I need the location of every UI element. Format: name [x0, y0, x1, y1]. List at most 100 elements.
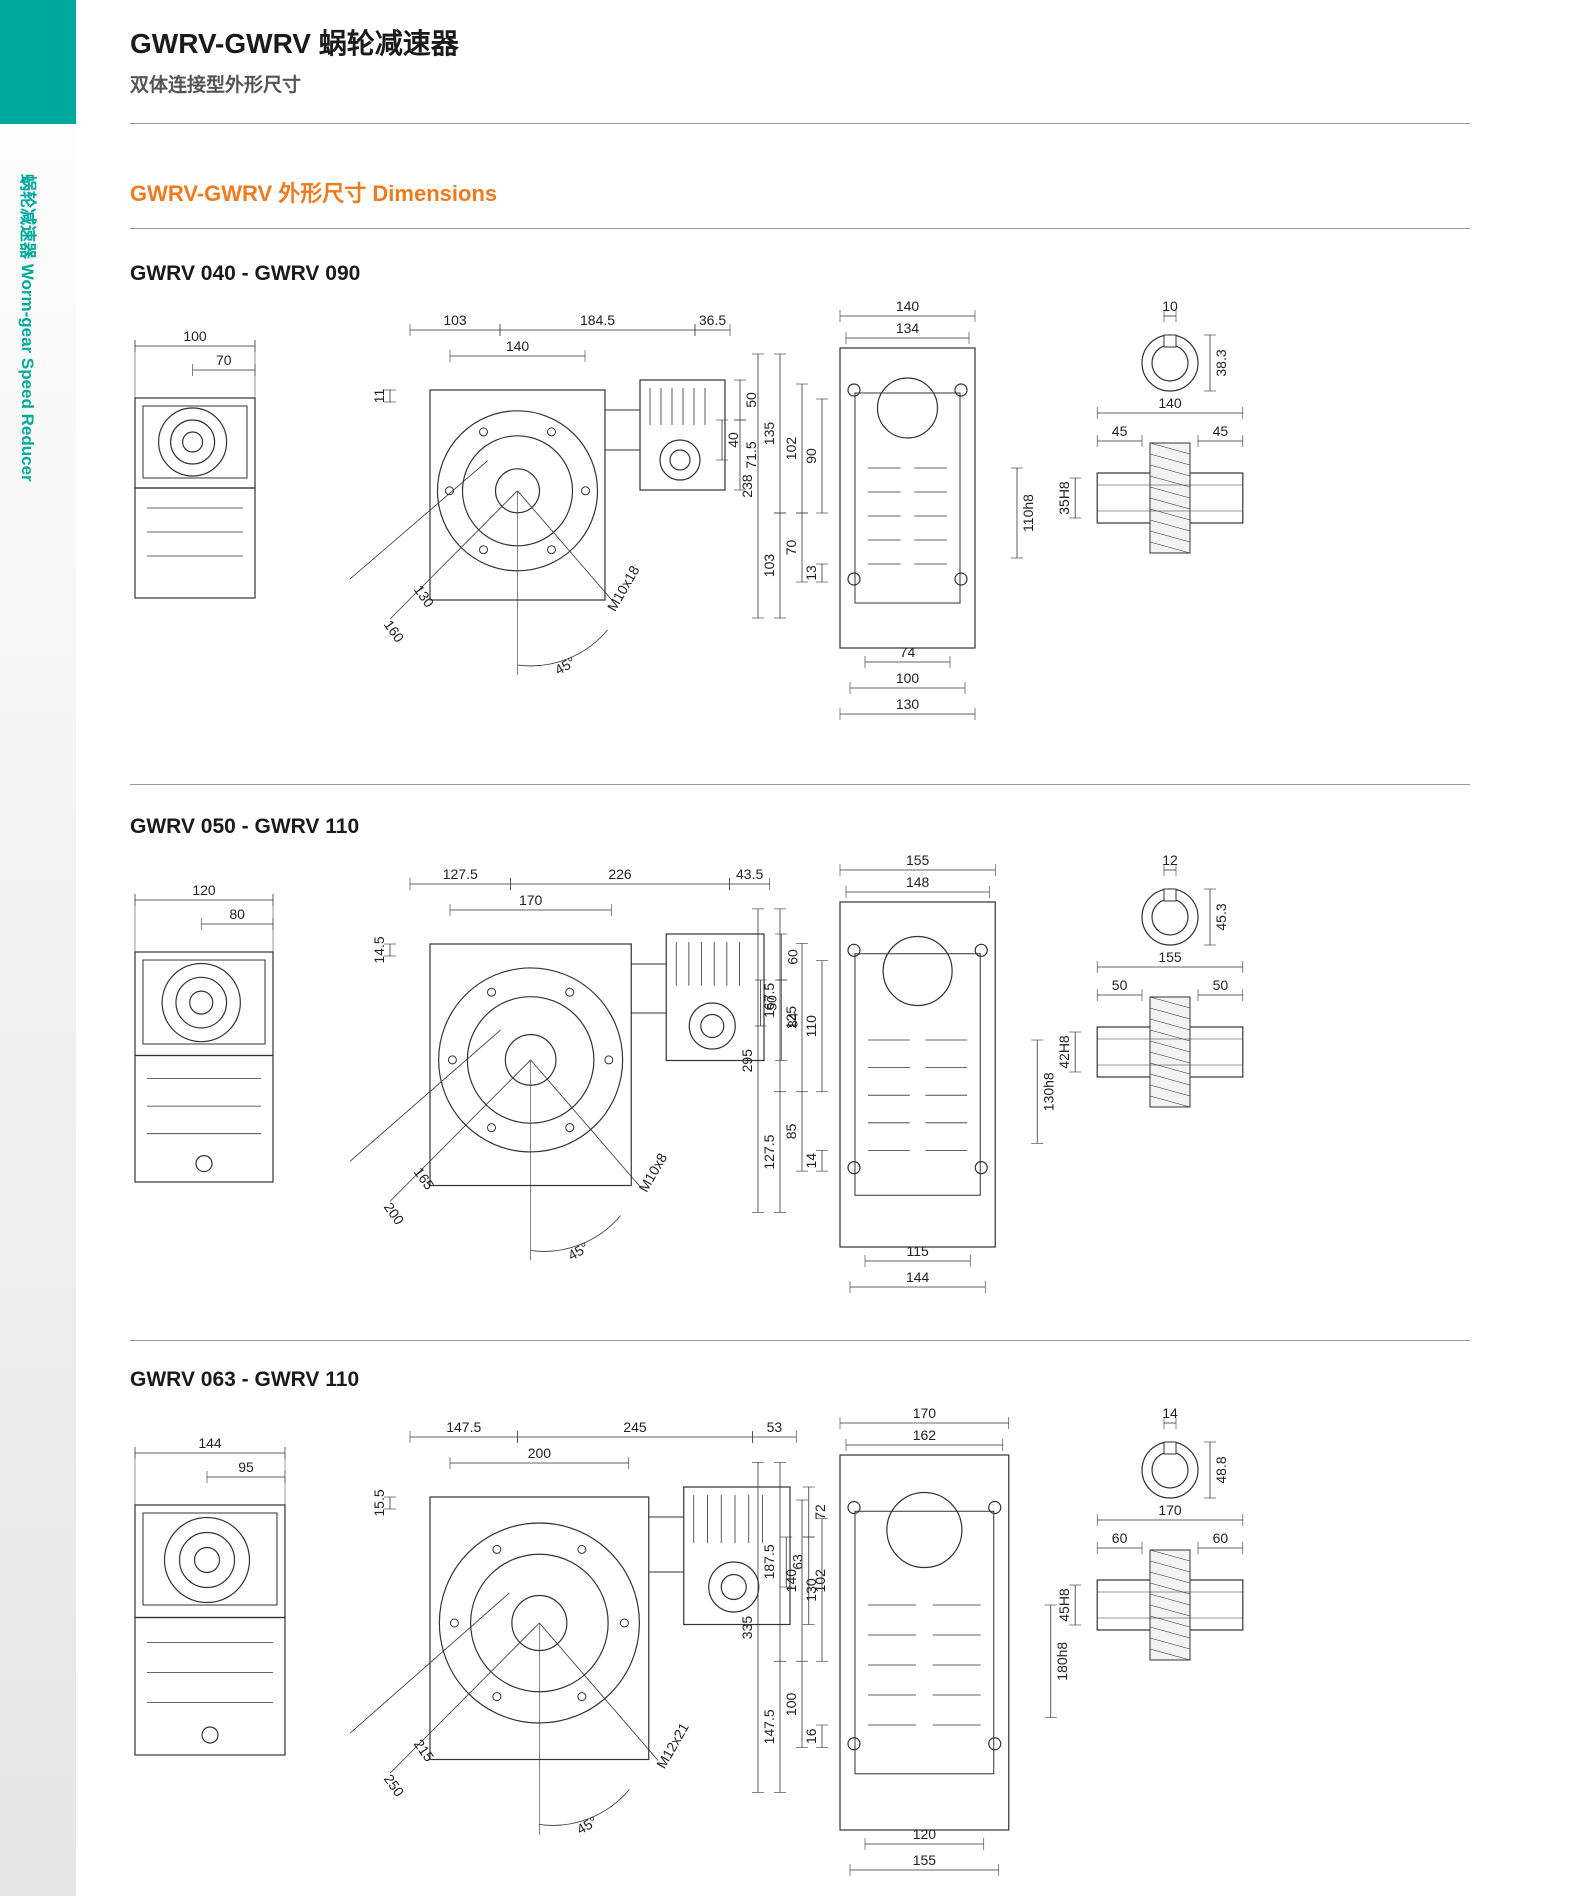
circle — [847, 1737, 861, 1751]
dimension-label: 74 — [900, 644, 916, 660]
drawing-line — [1149, 497, 1191, 510]
drawing-line — [349, 1029, 501, 1162]
dimension-label: 45° — [552, 653, 578, 677]
circle — [882, 935, 953, 1007]
dimension-label: 167.5 — [761, 983, 777, 1018]
circle — [157, 407, 228, 477]
circle — [479, 427, 488, 437]
dimension-label: 50 — [743, 392, 759, 408]
dimension-label: 14 — [803, 1153, 819, 1169]
drawing-line — [1149, 1571, 1191, 1584]
angle-arc — [539, 1789, 630, 1826]
circle — [720, 1573, 747, 1601]
outline — [1163, 334, 1177, 348]
outline — [142, 1512, 278, 1606]
drawing-line — [1149, 453, 1191, 466]
header-divider — [130, 123, 1470, 124]
outline — [1163, 888, 1177, 902]
circle — [577, 1544, 587, 1554]
dimension-label: 238 — [739, 474, 755, 498]
circle — [492, 1544, 502, 1554]
drawing-line — [1149, 1626, 1191, 1639]
outline — [839, 347, 976, 649]
dimension-label: 63 — [789, 1554, 805, 1570]
dimension-label: 127.5 — [761, 1134, 777, 1169]
outline — [639, 379, 726, 491]
drawing-line — [1149, 1604, 1191, 1617]
dimension-label: 14.5 — [371, 936, 387, 963]
model-divider — [130, 1340, 1470, 1341]
page-subtitle: 双体连接型外形尺寸 — [130, 75, 302, 96]
angle-arc — [530, 1215, 621, 1252]
circle — [619, 1618, 629, 1628]
dimension-label: 45 — [1112, 423, 1128, 439]
outline — [134, 487, 256, 599]
dimension-label: 147.5 — [761, 1709, 777, 1744]
dimension-label: 102 — [783, 437, 799, 461]
drawing-line — [1149, 1073, 1191, 1086]
dimension-label: 226 — [608, 866, 632, 882]
dimension-label: 60 — [1213, 1530, 1229, 1546]
dimension-label: 13 — [803, 565, 819, 581]
dimension-label: 70 — [783, 540, 799, 556]
dimension-label: 155 — [913, 1852, 937, 1868]
outline — [854, 1510, 995, 1775]
dimension-label: 90 — [803, 448, 819, 464]
dimension-label: 80 — [229, 906, 245, 922]
outline — [854, 953, 981, 1196]
dimension-label: 147.5 — [446, 1419, 481, 1435]
section-title: GWRV-GWRV 外形尺寸 Dimensions — [130, 181, 498, 206]
dimension-label: 103 — [443, 312, 467, 328]
dimension-label: 45° — [574, 1813, 600, 1837]
drawing-line — [1149, 1040, 1191, 1053]
circle — [886, 1491, 963, 1569]
dimension-label: 45H8 — [1056, 1588, 1072, 1622]
drawing-line — [517, 490, 613, 602]
dimension-label: 187.5 — [761, 1544, 777, 1579]
dimension-label: 100 — [183, 328, 207, 344]
circle — [1151, 344, 1189, 382]
dimension-label: M10x18 — [604, 563, 643, 614]
dimension-label: 295 — [739, 1049, 755, 1073]
dimension-label: 85 — [783, 1123, 799, 1139]
circle — [487, 987, 497, 997]
dimension-label: 102 — [812, 1569, 828, 1593]
dimension-label: 130 — [896, 696, 920, 712]
drawing-line — [1149, 1051, 1191, 1064]
model-title: GWRV 063 - GWRV 110 — [130, 1368, 360, 1391]
dimension-label: 15.5 — [371, 1489, 387, 1516]
circle — [954, 572, 968, 586]
drawing-line — [1149, 996, 1191, 1009]
outline — [839, 901, 996, 1248]
circle — [193, 1546, 221, 1574]
dimension-label: 130 — [411, 582, 438, 610]
circle — [688, 1002, 736, 1050]
circle — [189, 990, 214, 1015]
circle — [161, 962, 241, 1043]
drawing-line — [349, 1592, 510, 1734]
model-divider — [130, 784, 1470, 785]
circle — [581, 486, 590, 496]
dimension-label: 11 — [371, 389, 387, 404]
dimension-label: 70 — [216, 352, 232, 368]
dimension-label: 184.5 — [580, 312, 615, 328]
dimension-label: 14 — [1162, 1405, 1178, 1421]
circle — [565, 1123, 575, 1133]
circle — [181, 431, 204, 453]
dimension-label: 12 — [1162, 852, 1178, 868]
model-title: GWRV 040 - GWRV 090 — [130, 262, 361, 285]
circle — [604, 1055, 614, 1065]
drawing-line — [539, 1622, 659, 1761]
dimension-label: 100 — [896, 670, 920, 686]
dimension-label: 215 — [411, 1736, 438, 1764]
dimension-label: 72 — [812, 1504, 828, 1520]
drawing-line — [1149, 1095, 1191, 1108]
